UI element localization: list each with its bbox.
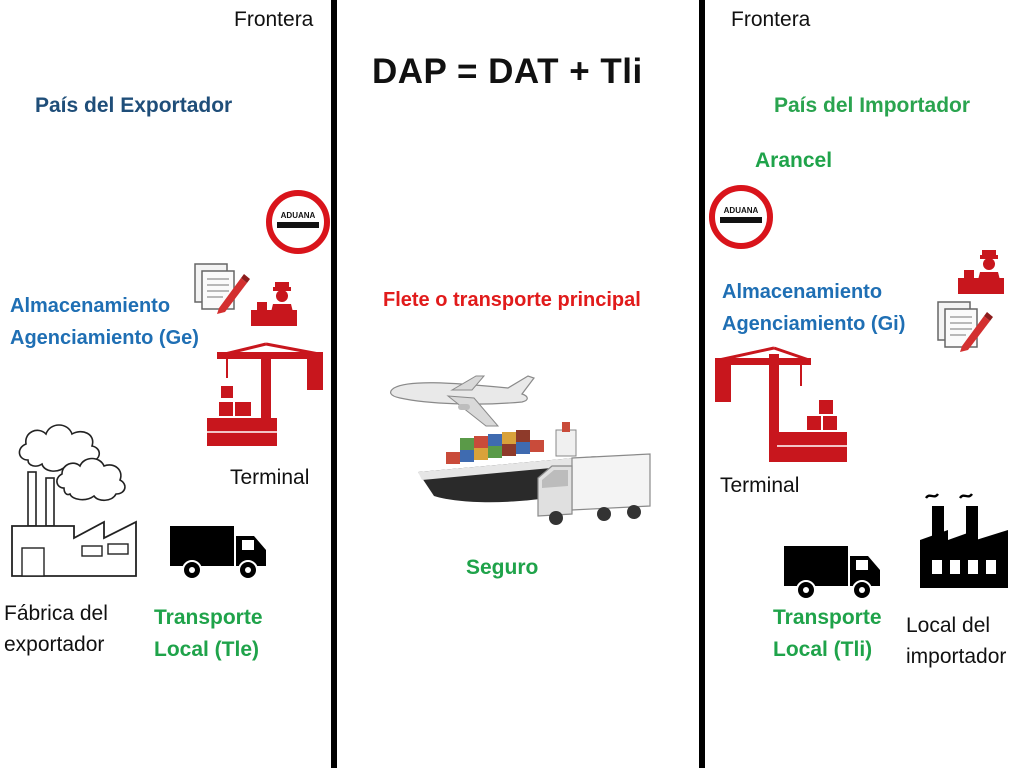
- documents-exporter-icon: [193, 262, 251, 314]
- exporter-factory-line1: Fábrica del: [4, 598, 108, 629]
- exporter-factory-label: Fábrica del exportador: [4, 598, 108, 660]
- insurance-label: Seguro: [466, 556, 538, 580]
- exporter-storage-label: Almacenamiento Agenciamiento (Ge): [10, 290, 199, 354]
- main-freight-label: Flete o transporte principal: [383, 289, 641, 312]
- right-border-label: Frontera: [731, 8, 810, 32]
- importer-local-line2: importador: [906, 641, 1006, 672]
- importer-transport-label: Transporte Local (Tli): [773, 602, 882, 666]
- tariff-label: Arancel: [755, 149, 832, 173]
- exporter-storage-line2: Agenciamiento (Ge): [10, 322, 199, 354]
- exporter-storage-line1: Almacenamiento: [10, 290, 199, 322]
- importer-country-label: País del Importador: [774, 94, 970, 118]
- importer-local-line1: Local del: [906, 610, 1006, 641]
- port-crane-exporter-icon: [205, 342, 327, 448]
- importer-storage-label: Almacenamiento Agenciamiento (Gi): [722, 276, 905, 340]
- left-border-line: [331, 0, 337, 768]
- importer-local-label: Local del importador: [906, 610, 1006, 672]
- customs-sign-exporter-text: ADUANA: [281, 211, 316, 220]
- documents-importer-icon: [936, 300, 994, 352]
- exporter-country-label: País del Exportador: [35, 94, 232, 118]
- port-crane-importer-icon: [713, 346, 849, 464]
- customs-sign-importer-text: ADUANA: [724, 206, 759, 215]
- right-border-line: [699, 0, 705, 768]
- importer-factory-icon: [918, 490, 1010, 590]
- left-border-label: Frontera: [234, 8, 313, 32]
- customs-sign-exporter-icon: ADUANA: [264, 188, 332, 256]
- importer-storage-line2: Agenciamiento (Gi): [722, 308, 905, 340]
- formula-title: DAP = DAT + Tli: [372, 52, 643, 92]
- customs-agent-exporter-icon: [249, 280, 299, 328]
- importer-transport-line2: Local (Tli): [773, 634, 882, 666]
- exporter-transport-line1: Transporte: [154, 602, 263, 634]
- exporter-factory-icon: [8, 414, 140, 580]
- importer-storage-line1: Almacenamiento: [722, 276, 905, 308]
- importer-transport-line1: Transporte: [773, 602, 882, 634]
- exporter-terminal-label: Terminal: [230, 462, 309, 493]
- importer-truck-icon: [782, 544, 884, 602]
- customs-sign-importer-icon: ADUANA: [707, 183, 775, 251]
- exporter-truck-icon: [168, 524, 270, 582]
- exporter-transport-line2: Local (Tle): [154, 634, 263, 666]
- delivery-truck-icon: [534, 452, 652, 526]
- customs-agent-importer-icon: [956, 248, 1006, 296]
- exporter-factory-line2: exportador: [4, 629, 108, 660]
- importer-terminal-label: Terminal: [720, 470, 799, 501]
- exporter-transport-label: Transporte Local (Tle): [154, 602, 263, 666]
